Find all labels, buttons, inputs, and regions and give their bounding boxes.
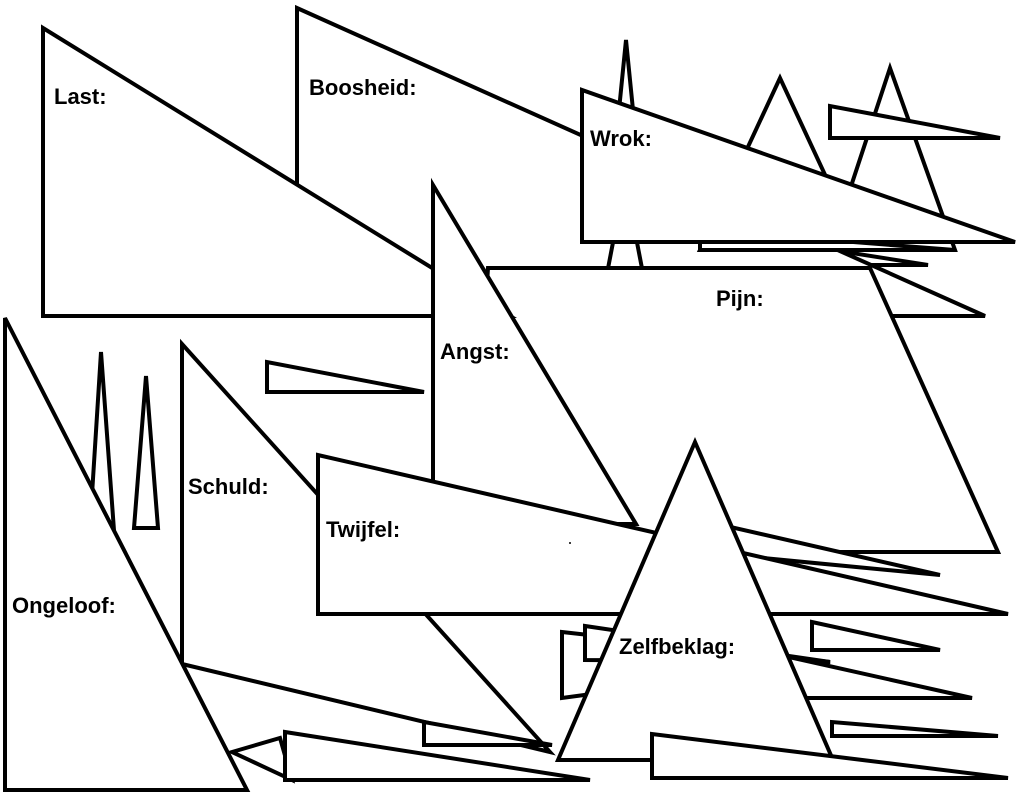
label-twijfel: Twijfel: xyxy=(326,517,401,542)
label-boosheid: Boosheid: xyxy=(309,75,417,100)
label-angst: Angst: xyxy=(440,339,510,364)
label-ongeloof: Ongeloof: xyxy=(12,593,116,618)
wedge-shape xyxy=(830,719,999,738)
wrok-triangle xyxy=(580,87,1016,244)
wedge-shape xyxy=(422,719,553,747)
label-pijn: Pijn: xyxy=(716,286,764,311)
wedge-shape xyxy=(828,103,1001,140)
last-triangle xyxy=(41,24,518,318)
wedge-shape xyxy=(810,619,941,652)
wedge-shape xyxy=(778,652,973,700)
label-last: Last: xyxy=(54,84,107,109)
label-zelfbeklag: Zelfbeklag: xyxy=(619,634,736,659)
wedge-shape xyxy=(650,731,1009,780)
label-schuld: Schuld: xyxy=(188,474,269,499)
ongeloof-triangle xyxy=(3,317,251,792)
wedge-shape xyxy=(283,729,591,782)
dot-mark xyxy=(569,542,571,544)
spike-shape xyxy=(131,375,161,530)
wedge-shape xyxy=(265,359,425,394)
label-wrok: Wrok: xyxy=(590,126,652,151)
